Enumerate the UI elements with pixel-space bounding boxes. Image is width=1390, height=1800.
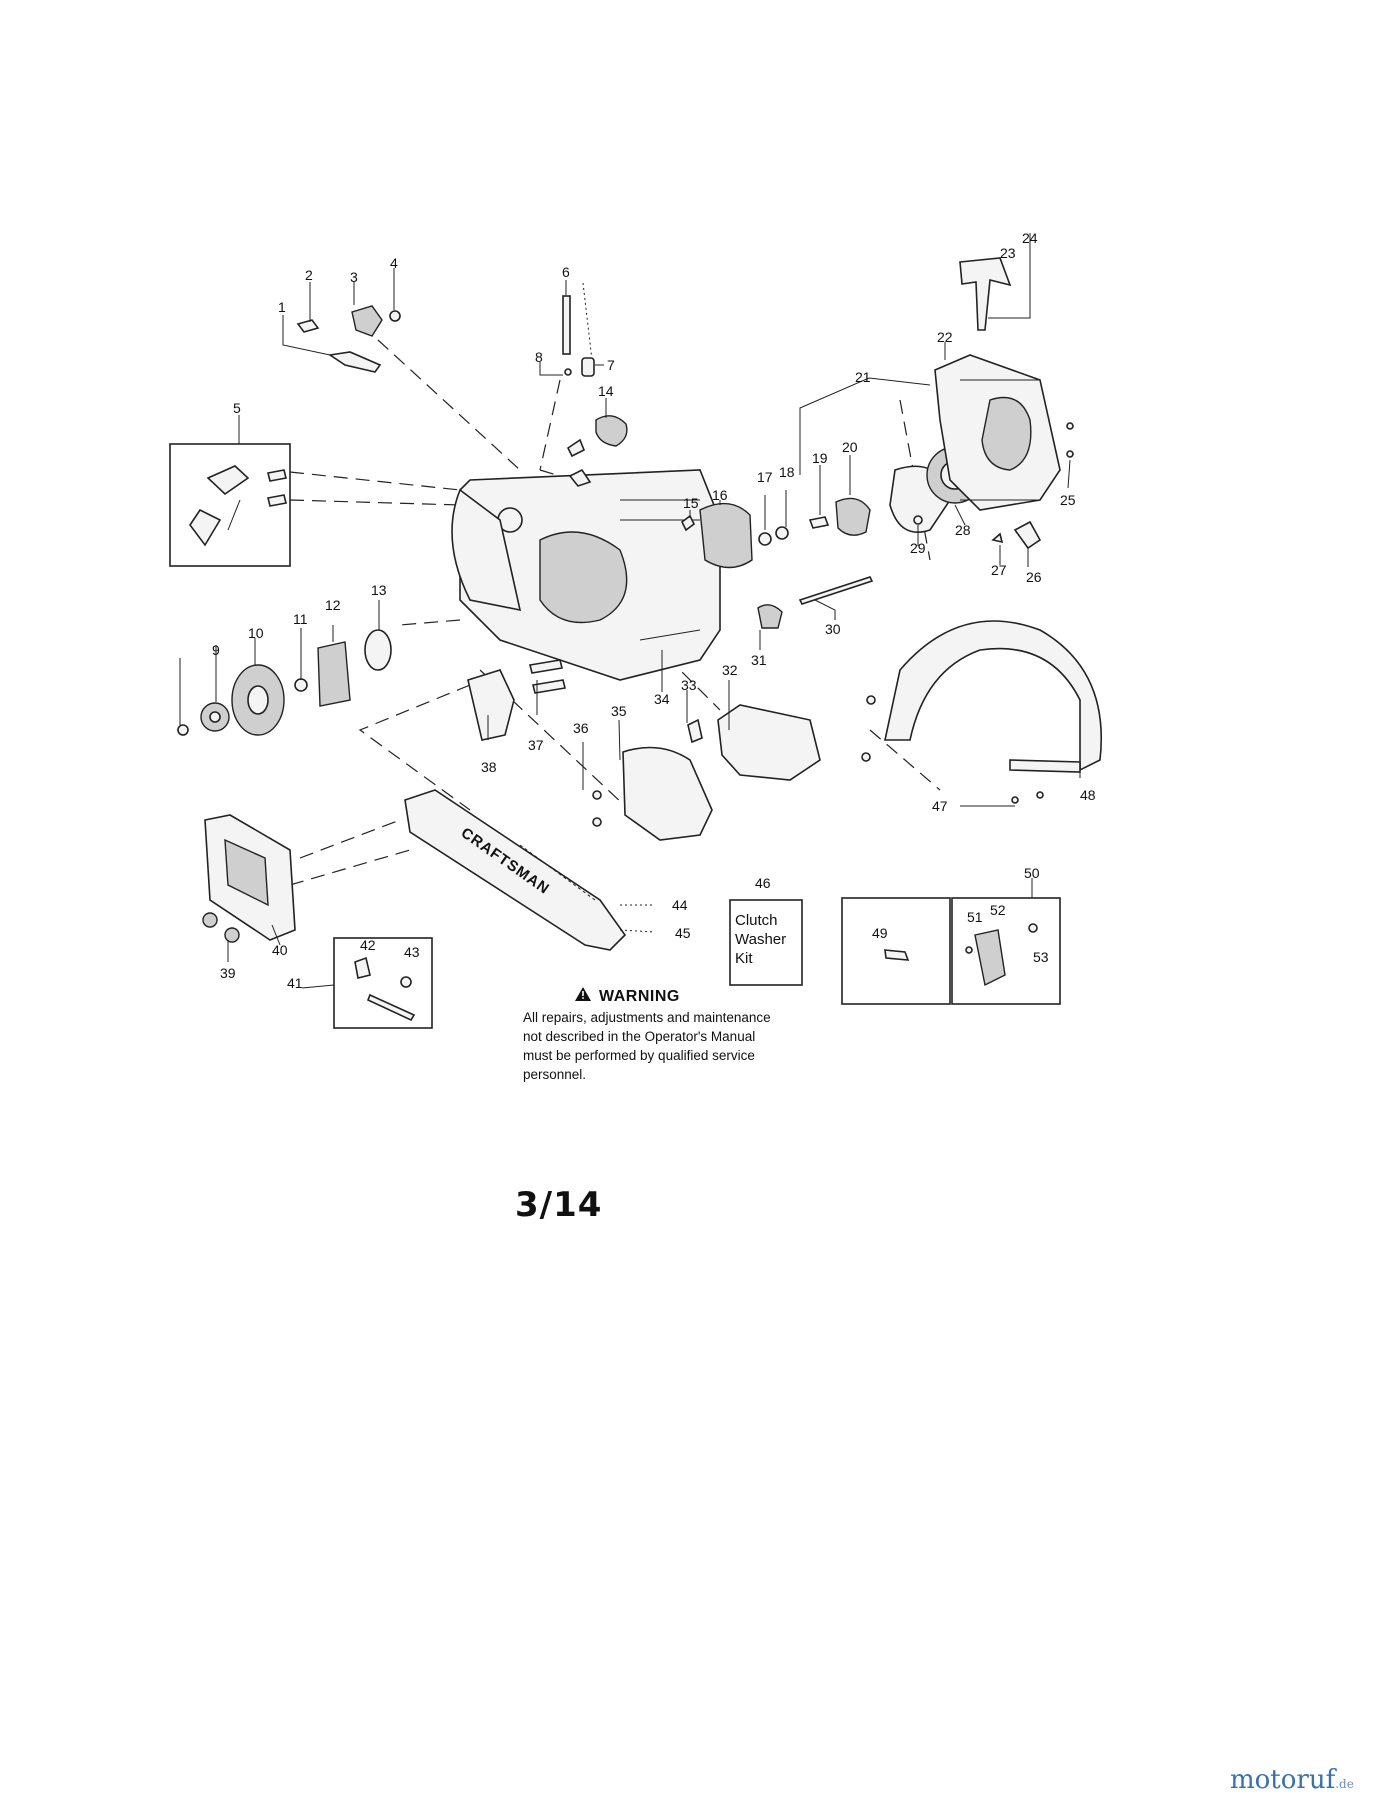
callout-39: 39 [220,965,236,981]
callout-46: 46 [755,875,771,891]
callout-21: 21 [855,369,871,385]
watermark-main: motoruf [1230,1765,1336,1795]
rear-handle [451,488,522,612]
callout-11: 11 [293,611,308,627]
pin-30 [798,576,874,605]
callout-30: 30 [825,621,841,637]
starter-housing [934,257,1074,550]
callout-numbers: 1 2 3 4 5 6 7 8 9 10 11 12 13 14 15 16 1… [212,230,1096,991]
warning-line: All repairs, adjustments and maintenance [523,1010,771,1025]
callout-33: 33 [681,677,697,693]
callout-7: 7 [607,357,615,373]
guide-bar: CRAFTSMAN [404,789,627,951]
kit-label-line: Kit [735,950,753,967]
callout-50: 50 [1024,865,1040,881]
trigger-parts [296,305,401,373]
callout-40: 40 [272,942,288,958]
callout-48: 48 [1080,787,1096,803]
callout-53: 53 [1033,949,1049,965]
clutch-washer-kit-box [729,899,803,986]
watermark-tld: .de [1335,1777,1354,1791]
chain-brake-parts [467,604,821,841]
callout-6: 6 [562,264,570,280]
callout-44: 44 [672,897,688,913]
warning-triangle-icon [575,987,591,1006]
callout-22: 22 [937,329,953,345]
callout-9: 9 [212,642,220,658]
callout-15: 15 [683,495,699,511]
callout-14: 14 [598,383,614,399]
oil-pump-parts [562,282,628,487]
callout-52: 52 [990,902,1006,918]
callout-16: 16 [712,487,728,503]
callout-19: 19 [812,450,828,466]
callout-36: 36 [573,720,589,736]
warning-body: All repairs, adjustments and maintenance… [523,1008,843,1084]
callout-31: 31 [751,652,767,668]
callout-leaders [179,233,1081,989]
callout-29: 29 [910,540,926,556]
callout-47: 47 [932,798,948,814]
warning-title-text: WARNING [599,988,680,1005]
front-handle [861,620,1102,804]
callout-3: 3 [350,269,358,285]
callout-1: 1 [278,299,286,315]
callout-5: 5 [233,400,241,416]
callout-27: 27 [991,562,1007,578]
clutch-parts [177,629,392,736]
clutch-washer-kit-label: Clutch Washer Kit [735,911,803,968]
callout-41: 41 [287,975,303,991]
callout-38: 38 [481,759,497,775]
kit-label-line: Clutch [735,912,778,929]
engine-housing [459,469,721,681]
warning-notice: WARNING All repairs, adjustments and mai… [523,987,843,1084]
callout-37: 37 [528,737,544,753]
tensioner-box [333,937,433,1029]
callout-45: 45 [675,925,691,941]
callout-20: 20 [842,439,858,455]
callout-28: 28 [955,522,971,538]
page-number: 3/14 [515,1185,603,1225]
callout-34: 34 [654,691,670,707]
callout-12: 12 [325,597,341,613]
callout-18: 18 [779,464,795,480]
warning-line: not described in the Operator's Manual [523,1029,756,1044]
callout-10: 10 [248,625,264,641]
callout-17: 17 [757,469,773,485]
side-cover [202,814,296,943]
callout-2: 2 [305,267,313,283]
callout-13: 13 [371,582,387,598]
callout-43: 43 [404,944,420,960]
kit-label-line: Washer [735,931,787,948]
callout-8: 8 [535,349,543,365]
callout-4: 4 [390,255,398,271]
callout-49: 49 [872,925,888,941]
callout-23: 23 [1000,245,1016,261]
warning-line: personnel. [523,1067,587,1082]
warning-line: must be performed by qualified service [523,1048,755,1063]
callout-24: 24 [1022,230,1038,246]
callout-25: 25 [1060,492,1076,508]
watermark-logo: motoruf.de [1230,1765,1354,1795]
callout-51: 51 [967,909,983,925]
warning-title: WARNING [575,987,843,1006]
callout-42: 42 [360,937,376,953]
throttle-parts-box [169,443,291,567]
flywheel-parts [680,446,984,569]
callout-26: 26 [1026,569,1042,585]
callout-35: 35 [611,703,627,719]
callout-32: 32 [722,662,738,678]
oil-pump-box [841,897,1061,1005]
